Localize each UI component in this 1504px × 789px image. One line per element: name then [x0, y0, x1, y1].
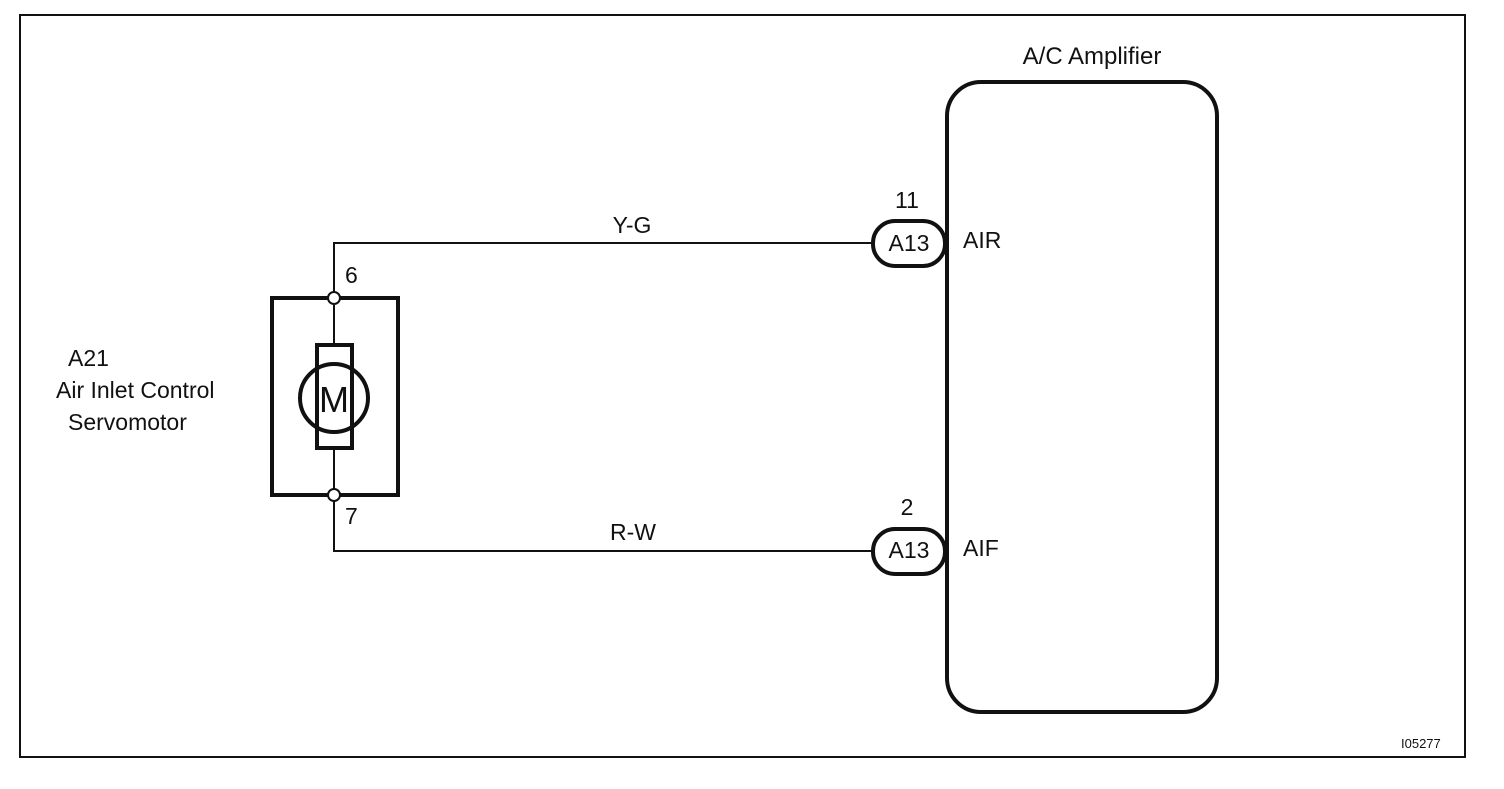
amplifier-title: A/C Amplifier [1023, 43, 1162, 70]
pin-name: AIF [963, 535, 999, 561]
wire-color-label: Y-G [613, 212, 652, 238]
servomotor-label: A21 Air Inlet Control Servomotor [56, 345, 215, 435]
connector-pin-air: 11 A13 AIR [871, 187, 1001, 268]
terminal-7 [327, 488, 341, 502]
wire-aif: R-W [333, 495, 873, 552]
component-code: A21 [68, 345, 109, 371]
motor-brush [315, 343, 354, 450]
wire-y-g [333, 242, 873, 298]
pin-number: 2 [901, 494, 914, 520]
pin-name: AIR [963, 227, 1001, 253]
wire-color-label: R-W [610, 519, 656, 545]
servomotor: M 6 7 [270, 262, 400, 529]
terminal-6 [327, 291, 341, 305]
motor-symbol [298, 362, 370, 434]
wire-r-w [333, 495, 873, 552]
figure-id: I05277 [1401, 736, 1441, 751]
connector-shape [871, 527, 947, 576]
terminal-number: 6 [345, 262, 358, 288]
connector-shape [871, 219, 947, 268]
connector-pin-aif: 2 A13 AIF [871, 494, 999, 576]
connector-label: A13 [889, 230, 930, 256]
ac-amplifier: A/C Amplifier [945, 43, 1219, 714]
terminal-number: 7 [345, 503, 358, 529]
motor-letter: M [319, 379, 349, 420]
pin-number: 11 [895, 187, 919, 213]
wire-air: Y-G [333, 212, 873, 298]
connector-label: A13 [889, 537, 930, 563]
amplifier-box [945, 80, 1219, 714]
component-name-line1: Air Inlet Control [56, 377, 215, 403]
component-name-line2: Servomotor [68, 409, 187, 435]
diagram-border [19, 14, 1466, 758]
